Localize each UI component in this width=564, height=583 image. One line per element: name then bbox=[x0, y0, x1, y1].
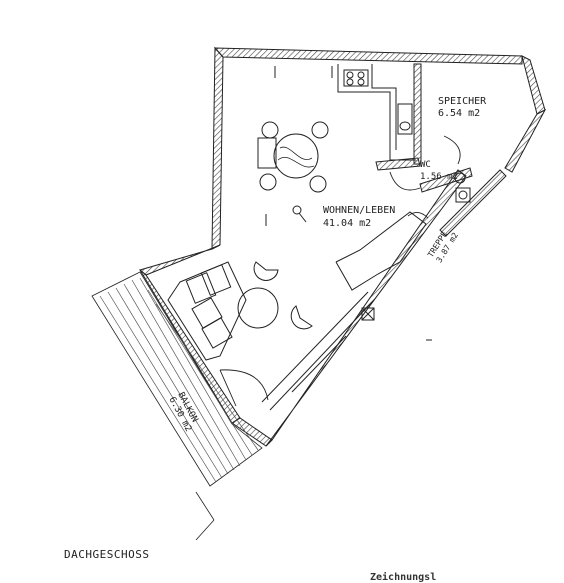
exterior-walls bbox=[138, 46, 547, 447]
stair bbox=[261, 211, 427, 411]
floor-label: DACHGESCHOSS bbox=[64, 548, 150, 561]
kitchen-counter bbox=[337, 64, 416, 161]
speicher-area: 6.54 m2 bbox=[438, 108, 480, 119]
sofa bbox=[167, 261, 247, 361]
wc-area: 1.56 m2 bbox=[420, 172, 458, 182]
speicher-name: SPEICHER bbox=[438, 96, 487, 107]
cut-off-text: Zeichnungsl bbox=[370, 572, 437, 583]
wohnen-area: 41.04 m2 bbox=[323, 218, 371, 229]
wc-name: WC bbox=[420, 160, 431, 170]
balcony bbox=[91, 271, 263, 541]
lounge-furniture bbox=[237, 261, 313, 330]
wohnen-name: WOHNEN/LEBEN bbox=[323, 205, 395, 216]
door-swings bbox=[219, 135, 461, 407]
balcony-decking bbox=[99, 277, 259, 483]
dining-table bbox=[257, 121, 329, 193]
interior-walls bbox=[375, 63, 507, 237]
misc-marks bbox=[265, 66, 432, 341]
wc-fixtures bbox=[454, 172, 471, 203]
